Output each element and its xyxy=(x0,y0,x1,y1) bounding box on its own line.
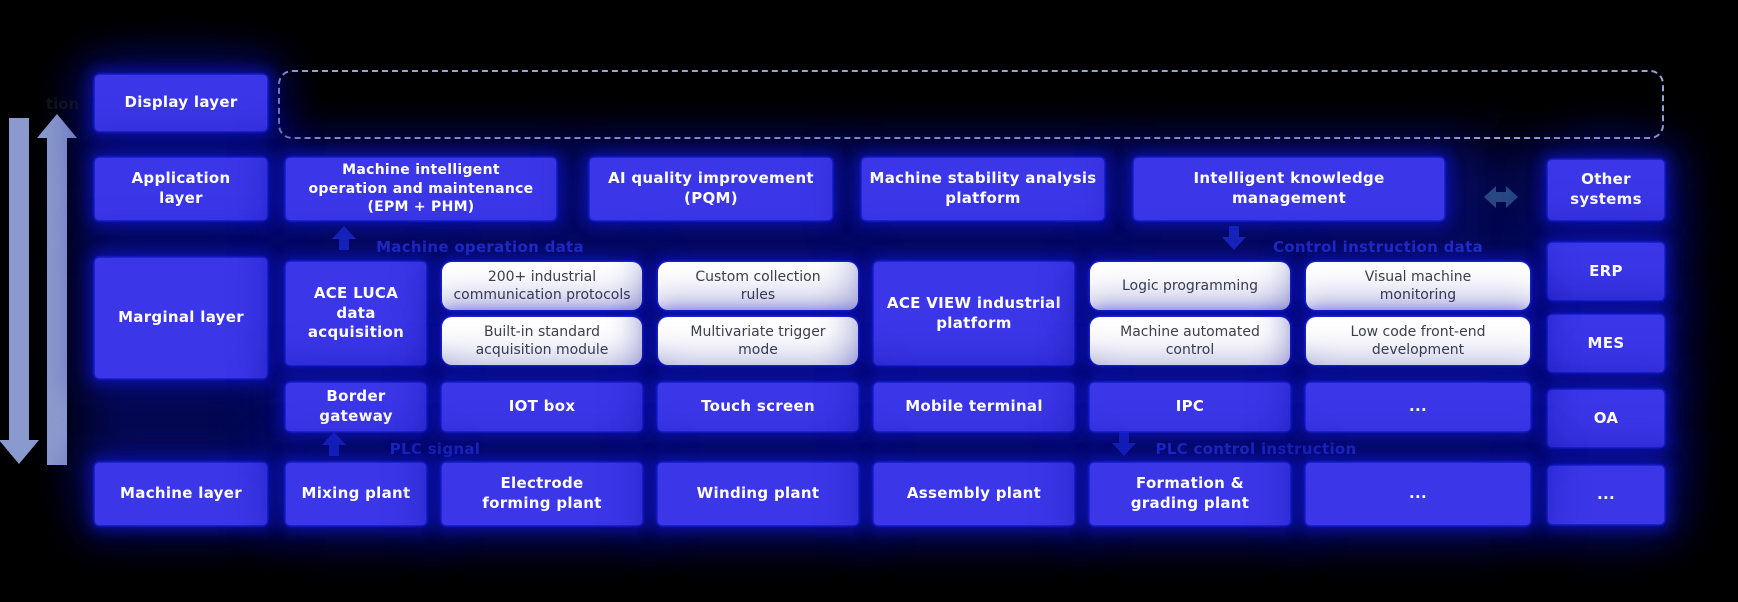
device-box-border-gateway: Border gateway xyxy=(286,383,426,431)
machine-box-mixing-plant: Mixing plant xyxy=(286,463,426,525)
app-box-knowledge-management: Intelligent knowledge management xyxy=(1134,158,1444,220)
cropped-edge-label: tion xyxy=(46,95,80,113)
device-box-more: ... xyxy=(1306,383,1530,431)
plc-signal-up-arrow-icon xyxy=(322,432,346,458)
device-box-mobile-terminal: Mobile terminal xyxy=(874,383,1074,431)
external-system-more-box: ... xyxy=(1548,466,1664,524)
machine-box-formation-grading: Formation & grading plant xyxy=(1090,463,1290,525)
card-visual-machine-monitoring: Visual machine monitoring xyxy=(1306,262,1530,310)
card-acquisition-module: Built-in standard acquisition module xyxy=(442,317,642,365)
card-machine-automated-control: Machine automated control xyxy=(1090,317,1290,365)
external-system-oa-box: OA xyxy=(1548,390,1664,447)
machine-box-assembly-plant: Assembly plant xyxy=(874,463,1074,525)
card-communication-protocols: 200+ industrial communication protocols xyxy=(442,262,642,310)
external-system-erp-box: ERP xyxy=(1548,243,1664,300)
data-flow-down-arrow-icon xyxy=(9,118,29,442)
down-arrow-head-icon xyxy=(0,440,39,464)
control-instruction-down-arrow-icon xyxy=(1222,226,1246,252)
plc-control-down-arrow-icon xyxy=(1112,432,1136,458)
external-system-mes-box: MES xyxy=(1548,315,1664,372)
label-plc-signal: PLC signal xyxy=(389,440,481,458)
machine-box-more: ... xyxy=(1306,463,1530,525)
card-custom-collection-rules: Custom collection rules xyxy=(658,262,858,310)
card-multivariate-trigger: Multivariate trigger mode xyxy=(658,317,858,365)
ace-view-box: ACE VIEW industrial platform xyxy=(874,262,1074,365)
layer-label-machine: Machine layer xyxy=(95,463,267,525)
device-box-touch-screen: Touch screen xyxy=(658,383,858,431)
app-box-epm-phm: Machine intelligent operation and mainte… xyxy=(286,158,556,220)
ace-luca-box: ACE LUCA data acquisition xyxy=(286,262,426,365)
label-plc-control-instruction: PLC control instruction xyxy=(1155,440,1357,458)
label-control-instruction-data: Control instruction data xyxy=(1273,238,1483,256)
app-box-stability-platform: Machine stability analysis platform xyxy=(862,158,1104,220)
app-box-pqm: AI quality improvement (PQM) xyxy=(590,158,832,220)
machine-box-electrode-forming: Electrode forming plant xyxy=(442,463,642,525)
machine-box-winding-plant: Winding plant xyxy=(658,463,858,525)
layer-label-display: Display layer xyxy=(95,75,267,131)
layer-label-marginal: Marginal layer xyxy=(95,258,267,378)
label-machine-operation-data: Machine operation data xyxy=(376,238,584,256)
data-flow-up-arrow-icon xyxy=(47,137,67,465)
card-logic-programming: Logic programming xyxy=(1090,262,1290,310)
device-box-ipc: IPC xyxy=(1090,383,1290,431)
up-arrow-head-icon xyxy=(37,114,77,138)
device-box-iot-box: IOT box xyxy=(442,383,642,431)
layer-label-application: Application layer xyxy=(95,158,267,220)
other-systems-box: Other systems xyxy=(1548,160,1664,220)
display-span-dashed-outline xyxy=(278,70,1664,139)
machine-operation-up-arrow-icon xyxy=(332,226,356,252)
left-right-arrow-icon xyxy=(1484,186,1518,208)
card-low-code-development: Low code front-end development xyxy=(1306,317,1530,365)
